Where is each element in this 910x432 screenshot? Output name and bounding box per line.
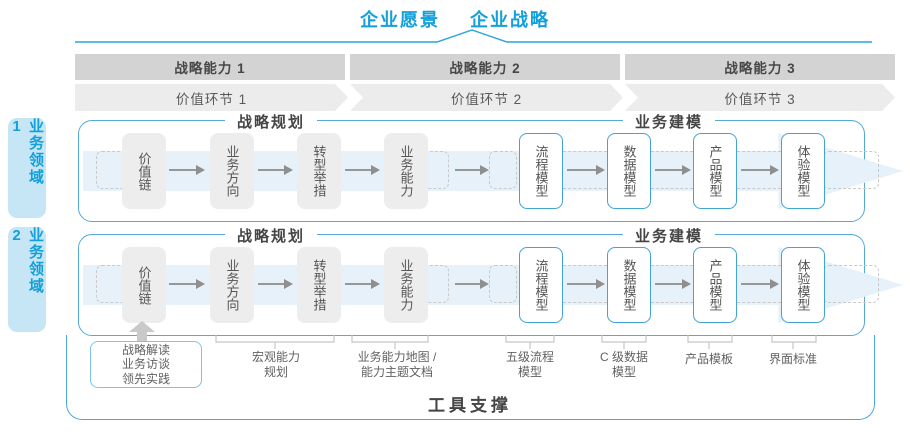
capability-bar-3: 战略能力 3 xyxy=(625,54,895,80)
right-arrow-icon xyxy=(169,278,205,289)
right-arrow-icon xyxy=(455,278,489,289)
dashed-track xyxy=(737,265,781,303)
box-process-model: 流程模型 xyxy=(519,247,563,323)
box-business-direction: 业务方向 xyxy=(210,247,254,323)
dashed-track xyxy=(651,151,693,189)
right-arrow-icon xyxy=(258,278,293,289)
right-arrow-icon xyxy=(258,164,293,175)
right-arrow-icon xyxy=(169,164,205,175)
right-arrow-icon xyxy=(567,278,605,289)
annotation-strategy-interpretation: 战略解读 业务访谈 领先实践 xyxy=(90,341,202,388)
up-arrow-icon xyxy=(129,321,155,342)
dashed-track xyxy=(563,151,607,189)
box-transformation-initiatives: 转型举措 xyxy=(297,247,341,323)
box-experience-model: 体验模型 xyxy=(781,247,825,323)
box-business-capability: 业务能力 xyxy=(384,247,428,323)
dashed-placeholder xyxy=(823,151,879,189)
title-underline-peak xyxy=(75,29,872,43)
box-business-capability: 业务能力 xyxy=(384,133,428,209)
right-arrow-icon xyxy=(345,278,380,289)
box-experience-model: 体验模型 xyxy=(781,133,825,209)
right-arrow-icon xyxy=(345,164,380,175)
lane-business-domain-1: 战略规划 业务建模 价值链 业务方向 转型举措 业务能力 流程模型 数据模型 产… xyxy=(78,111,903,222)
section-header-strategic-planning: 战略规划 xyxy=(224,111,318,132)
right-arrow-icon xyxy=(741,278,779,289)
value-link-1: 价值环节 1 xyxy=(75,84,348,111)
annotation-product-template: 产品模板 xyxy=(684,352,734,366)
value-link-2: 价值环节 2 xyxy=(350,84,623,111)
box-process-model: 流程模型 xyxy=(519,133,563,209)
dashed-placeholder xyxy=(489,151,517,189)
box-data-model: 数据模型 xyxy=(607,133,651,209)
annotation-ui-standard: 界面标准 xyxy=(768,352,818,366)
tools-support-container xyxy=(66,335,875,420)
title-enterprise-strategy: 企业战略 xyxy=(470,10,550,30)
box-product-model: 产品模型 xyxy=(693,247,737,323)
annotation-c-level-data-model: C 级数据 模型 xyxy=(599,350,649,379)
box-value-chain: 价值链 xyxy=(122,133,166,209)
section-header-business-modeling: 业务建模 xyxy=(622,225,716,246)
dashed-track xyxy=(651,265,693,303)
diagram-title: 企业愿景 企业战略 xyxy=(0,6,910,32)
capability-bar-2: 战略能力 2 xyxy=(350,54,620,80)
right-arrow-icon xyxy=(655,278,691,289)
tools-support-label: 工具支撑 xyxy=(428,396,512,415)
right-arrow-icon xyxy=(455,164,489,175)
box-value-chain: 价值链 xyxy=(122,247,166,323)
annotation-level5-process-model: 五级流程 模型 xyxy=(505,350,555,379)
right-arrow-icon xyxy=(655,164,691,175)
annotation-macro-capability-planning: 宏观能力 规划 xyxy=(251,350,301,379)
dashed-placeholder xyxy=(489,265,517,303)
box-data-model: 数据模型 xyxy=(607,247,651,323)
annotation-capability-map: 业务能力地图 / 能力主题文档 xyxy=(357,350,437,379)
lane-business-domain-2: 战略规划 业务建模 价值链 业务方向 转型举措 业务能力 流程模型 数据模型 产… xyxy=(78,225,903,336)
strategic-capability-bars: 战略能力 1 战略能力 2 战略能力 3 xyxy=(75,54,895,80)
capability-bar-1: 战略能力 1 xyxy=(75,54,345,80)
up-arrow-stem xyxy=(137,332,147,342)
up-arrow-head xyxy=(129,321,155,332)
section-header-strategic-planning: 战略规划 xyxy=(224,225,318,246)
dashed-track xyxy=(563,265,607,303)
box-transformation-initiatives: 转型举措 xyxy=(297,133,341,209)
dashed-track xyxy=(737,151,781,189)
lane-tab-business-domain-2: 业务领域 2 xyxy=(8,227,46,332)
annotation-brackets xyxy=(215,335,817,349)
lane-tab-business-domain-1: 业务领域 1 xyxy=(8,118,46,218)
dashed-placeholder xyxy=(823,265,879,303)
box-business-direction: 业务方向 xyxy=(210,133,254,209)
box-product-model: 产品模型 xyxy=(693,133,737,209)
right-arrow-icon xyxy=(741,164,779,175)
section-header-business-modeling: 业务建模 xyxy=(622,111,716,132)
value-link-chevrons: 价值环节 1 价值环节 2 价值环节 3 xyxy=(75,84,895,111)
value-link-3: 价值环节 3 xyxy=(625,84,895,111)
right-arrow-icon xyxy=(567,164,605,175)
title-enterprise-vision: 企业愿景 xyxy=(360,10,440,30)
